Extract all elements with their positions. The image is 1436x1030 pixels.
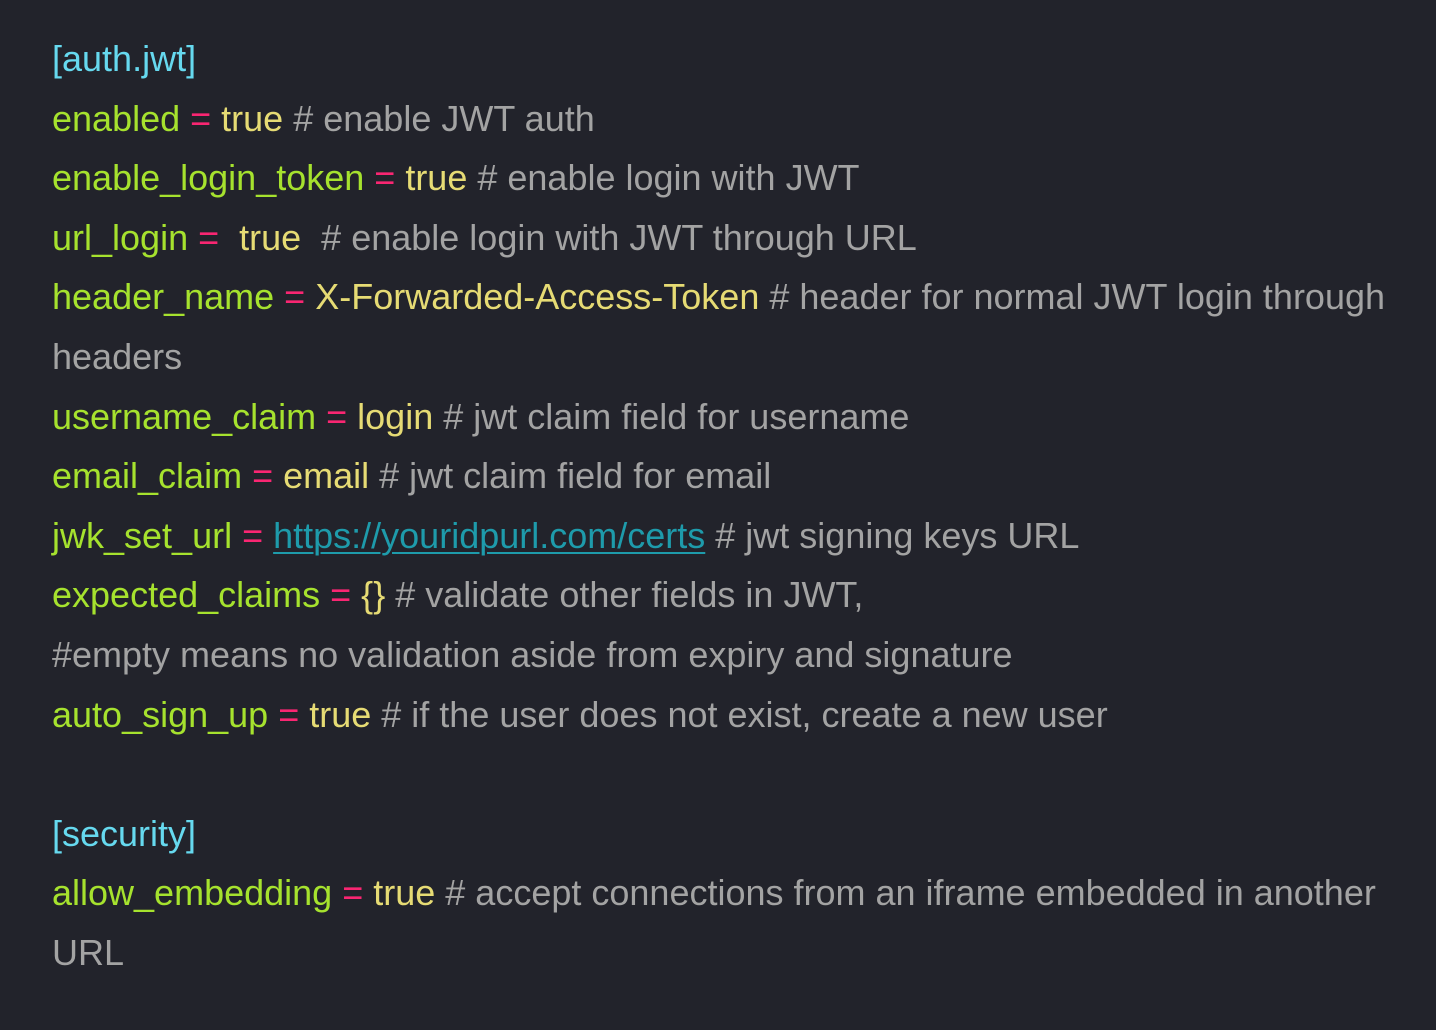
assign-operator: = xyxy=(364,157,406,199)
assign-operator: = xyxy=(316,395,358,437)
assign-operator: = xyxy=(320,574,362,616)
code-line: enable_login_token = true # enable login… xyxy=(52,148,1402,208)
config-key: enable_login_token xyxy=(52,157,365,199)
section-header: [security] xyxy=(52,812,197,854)
comment: # jwt claim field for username xyxy=(433,395,910,437)
config-value: true xyxy=(373,872,436,914)
config-value: true xyxy=(221,97,284,139)
code-line: #empty means no validation aside from ex… xyxy=(52,625,1402,685)
config-key: jwk_set_url xyxy=(52,514,233,556)
comment: # if the user does not exist, create a n… xyxy=(371,693,1108,735)
config-value: login xyxy=(357,395,434,437)
config-key: expected_claims xyxy=(52,574,321,616)
assign-operator: = xyxy=(188,216,240,258)
code-line: username_claim = login # jwt claim field… xyxy=(52,387,1402,447)
assign-operator: = xyxy=(180,97,222,139)
comment: # jwt signing keys URL xyxy=(705,514,1080,556)
config-value: email xyxy=(283,455,370,497)
config-key: allow_embedding xyxy=(52,872,333,914)
comment: #empty means no validation aside from ex… xyxy=(52,633,1013,675)
section-header: [auth.jwt] xyxy=(52,38,197,79)
assign-operator: = xyxy=(274,276,316,318)
code-line xyxy=(52,744,1402,804)
assign-operator: = xyxy=(268,693,310,735)
comment: # enable login with JWT through URL xyxy=(301,216,917,258)
config-key: auto_sign_up xyxy=(52,693,269,735)
config-key: url_login xyxy=(52,216,189,258)
config-key: header_name xyxy=(52,276,275,318)
comment: # validate other fields in JWT, xyxy=(385,574,864,616)
code-line: expected_claims = {} # validate other fi… xyxy=(52,565,1402,625)
code-line: [auth.jwt] xyxy=(52,29,1402,89)
code-line: auto_sign_up = true # if the user does n… xyxy=(52,685,1402,745)
comment: # enable JWT auth xyxy=(283,97,595,139)
config-value: {} xyxy=(361,574,386,616)
code-line: jwk_set_url = https://youridpurl.com/cer… xyxy=(52,506,1402,566)
code-line: url_login = true # enable login with JWT… xyxy=(52,208,1402,268)
config-key: enabled xyxy=(52,97,181,139)
assign-operator: = xyxy=(232,514,274,556)
code-line: allow_embedding = true # accept connecti… xyxy=(52,863,1402,982)
comment: # jwt claim field for email xyxy=(369,455,772,497)
comment: # accept connections from an iframe embe… xyxy=(52,872,1386,973)
url-link[interactable]: https://youridpurl.com/certs xyxy=(273,514,706,556)
config-value: true xyxy=(309,693,372,735)
code-line: enabled = true # enable JWT auth xyxy=(52,89,1402,149)
config-key: email_claim xyxy=(52,455,243,497)
config-key: username_claim xyxy=(52,395,317,437)
config-value: X-Forwarded-Access-Token xyxy=(315,276,760,318)
comment: # enable login with JWT xyxy=(467,157,860,199)
code-line: email_claim = email # jwt claim field fo… xyxy=(52,446,1402,506)
assign-operator: = xyxy=(242,455,284,497)
config-value: true xyxy=(405,157,468,199)
code-block: [auth.jwt] enabled = true # enable JWT au… xyxy=(52,29,1402,983)
code-line: header_name = X-Forwarded-Access-Token #… xyxy=(52,267,1402,386)
comment: # header for normal JWT login through he… xyxy=(52,276,1396,377)
assign-operator: = xyxy=(332,872,374,914)
config-value: true xyxy=(239,216,302,258)
code-line: [security] xyxy=(52,804,1402,864)
